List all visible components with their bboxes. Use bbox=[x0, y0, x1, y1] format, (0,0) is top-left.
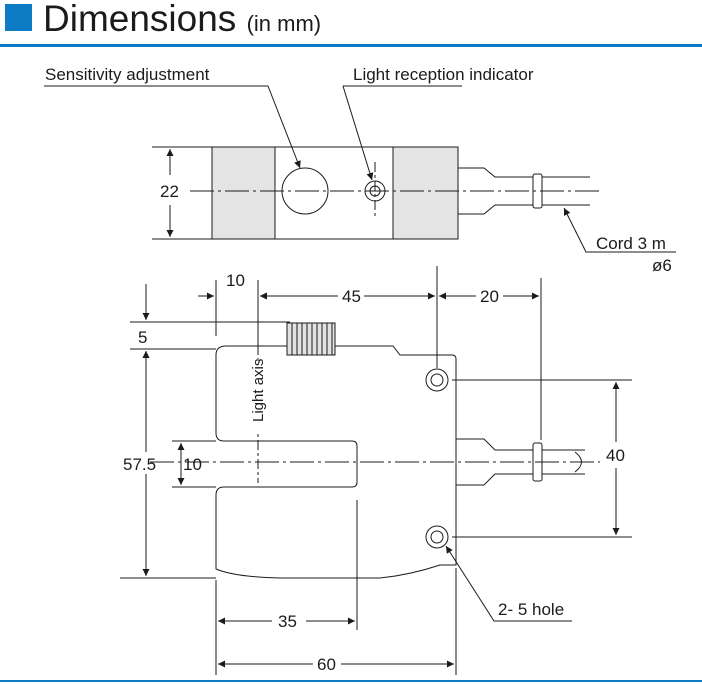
dim-22-line bbox=[152, 147, 212, 239]
callout-leader-indicator bbox=[342, 85, 462, 181]
header: Dimensions (in mm) bbox=[0, 0, 702, 50]
callout-cord: Cord 3 m bbox=[596, 234, 666, 253]
callout-leader-sensitivity bbox=[44, 85, 301, 169]
header-rule bbox=[0, 44, 702, 47]
dim-40-label: 40 bbox=[606, 446, 625, 465]
ext-lines bbox=[120, 266, 632, 675]
callout-leader-cord bbox=[563, 207, 676, 253]
dim-35-label: 35 bbox=[278, 612, 297, 631]
dim-10-slot-label: 10 bbox=[183, 455, 202, 474]
top-view-body bbox=[211, 146, 459, 240]
bottom-rule bbox=[0, 680, 702, 682]
callout-leader-holes bbox=[445, 545, 572, 622]
dim-60-label: 60 bbox=[317, 655, 336, 674]
mounting-hole-lower bbox=[425, 525, 449, 549]
callout-cord-diameter: ø6 bbox=[652, 256, 672, 275]
callout-indicator: Light reception indicator bbox=[353, 65, 534, 84]
mounting-hole-upper bbox=[425, 368, 449, 392]
front-view-body bbox=[215, 345, 457, 579]
header-accent-square bbox=[5, 4, 32, 31]
page-title: Dimensions (in mm) bbox=[43, 0, 321, 40]
dim-22-label: 22 bbox=[160, 182, 179, 201]
title-text: Dimensions bbox=[43, 0, 237, 39]
dim-5-label: 5 bbox=[138, 328, 147, 347]
dim-20-label: 20 bbox=[480, 287, 499, 306]
dim-57-5-label: 57.5 bbox=[123, 455, 156, 474]
title-unit: (in mm) bbox=[246, 11, 322, 36]
top-cord bbox=[458, 167, 590, 215]
front-knob bbox=[286, 322, 336, 356]
light-axis-label-bg bbox=[248, 362, 268, 432]
callout-holes: 2- 5 hole bbox=[498, 600, 564, 619]
callout-sensitivity: Sensitivity adjustment bbox=[45, 65, 210, 84]
dim-10-top-label: 10 bbox=[226, 271, 245, 290]
light-axis-label: Light axis bbox=[250, 359, 267, 422]
dim-45-label: 45 bbox=[342, 287, 361, 306]
